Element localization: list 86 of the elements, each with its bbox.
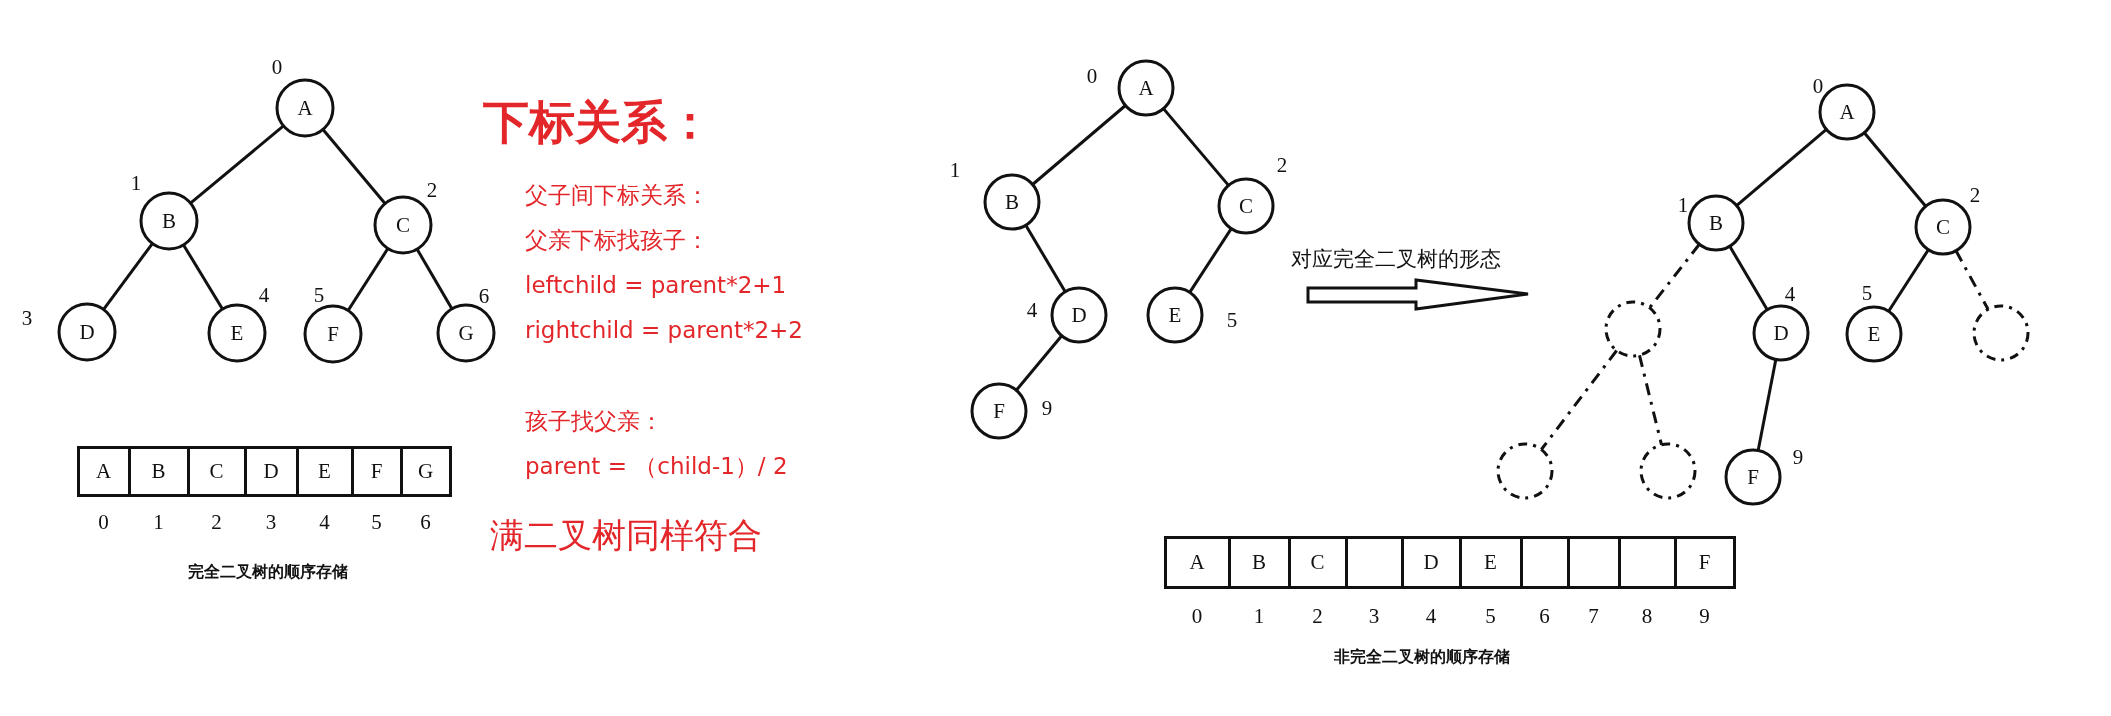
index-number: 0 <box>1191 605 1203 627</box>
tree-node: D <box>1752 304 1810 362</box>
tree-node: B <box>1687 194 1745 252</box>
tree-node: A <box>275 78 335 138</box>
index-number: 1 <box>949 159 961 181</box>
tree-edge <box>1162 107 1230 187</box>
dashed-edge <box>1954 249 1990 311</box>
index-number: 4 <box>319 511 330 533</box>
index-number: 2 <box>1276 154 1288 176</box>
index-number: 4 <box>1784 283 1796 305</box>
tree-edge <box>1887 248 1930 313</box>
index-number: 9 <box>1792 446 1804 468</box>
array-cell: A <box>1163 535 1231 589</box>
formula-text: rightchild = parent*2+2 <box>525 318 803 344</box>
note-text: 父子间下标关系： <box>525 183 709 209</box>
index-number: 9 <box>1041 397 1053 419</box>
index-number: 3 <box>21 307 33 329</box>
tree-node: F <box>970 382 1028 440</box>
tree-edge <box>1015 334 1063 392</box>
array-cell: A <box>76 445 131 497</box>
index-number: 3 <box>1368 605 1380 627</box>
index-number: 9 <box>1699 605 1710 627</box>
index-number: 8 <box>1641 605 1653 627</box>
tree-node: B <box>983 173 1041 231</box>
tree-edge <box>1756 359 1778 451</box>
tree-node: E <box>1845 305 1903 363</box>
tree-edge <box>1735 128 1828 207</box>
tree-edge <box>346 247 390 312</box>
formula-text: parent = （child-1）/ 2 <box>525 454 788 480</box>
tree-node: D <box>1050 286 1108 344</box>
index-number: 6 <box>420 511 431 533</box>
tree-node: D <box>57 302 117 362</box>
dashed-circle <box>1972 304 2030 362</box>
note-text: 孩子找父亲： <box>525 409 663 435</box>
tree-edge <box>1188 227 1233 294</box>
tree-edge <box>415 248 454 310</box>
tree-node: F <box>1724 448 1782 506</box>
index-number: 5 <box>1861 282 1873 304</box>
tree-edge <box>1031 104 1127 186</box>
heading: 下标关系： <box>483 96 713 148</box>
index-number: 1 <box>130 172 142 194</box>
dashed-circle <box>1639 442 1697 500</box>
dashed-circle <box>1604 300 1662 358</box>
formula-text: leftchild = parent*2+1 <box>525 273 787 299</box>
index-number: 2 <box>1969 184 1981 206</box>
tree-edge <box>189 124 285 205</box>
tree-edge <box>102 242 154 311</box>
dashed-edge <box>1638 354 1663 446</box>
dashed-circle <box>1496 442 1554 500</box>
index-number: 7 <box>1588 605 1599 627</box>
note-text: 满二叉树同样符合 <box>490 517 762 555</box>
note-text: 父亲下标找孩子： <box>525 228 709 254</box>
tree-node: C <box>1217 177 1275 235</box>
dashed-edge <box>1540 349 1618 451</box>
index-number: 0 <box>1086 65 1098 87</box>
index-number: 5 <box>1226 309 1238 331</box>
tree-node: F <box>303 304 363 364</box>
tree-edge <box>1863 131 1927 208</box>
tree-node: G <box>436 303 496 363</box>
tree-node: E <box>207 303 267 363</box>
tree-node: B <box>139 191 199 251</box>
index-number: 0 <box>271 56 283 78</box>
index-number: 4 <box>1026 299 1038 321</box>
index-number: 0 <box>98 511 109 533</box>
tree-edge <box>1024 224 1067 293</box>
index-number: 4 <box>258 284 270 306</box>
index-number: 2 <box>211 511 222 533</box>
tree-edge <box>1728 245 1769 311</box>
index-number: 1 <box>1253 605 1265 627</box>
tree-node: A <box>1117 59 1175 117</box>
dashed-edge <box>1648 243 1701 309</box>
index-number: 4 <box>1425 605 1437 627</box>
index-number: 1 <box>1677 194 1689 216</box>
tree-edge <box>182 244 224 310</box>
index-number: 2 <box>1312 605 1323 627</box>
index-number: 5 <box>371 511 382 533</box>
caption: 非完全二叉树的顺序存储 <box>1334 648 1510 666</box>
tree-node: E <box>1146 286 1204 344</box>
tree-edge <box>321 128 387 205</box>
arrow-caption: 对应完全二叉树的形态 <box>1291 248 1501 272</box>
index-number: 5 <box>313 284 325 306</box>
index-number: 3 <box>265 511 277 533</box>
index-number: 1 <box>153 511 164 533</box>
index-number: 6 <box>1539 605 1550 627</box>
index-number: 5 <box>1485 605 1496 627</box>
caption: 完全二叉树的顺序存储 <box>188 563 348 581</box>
